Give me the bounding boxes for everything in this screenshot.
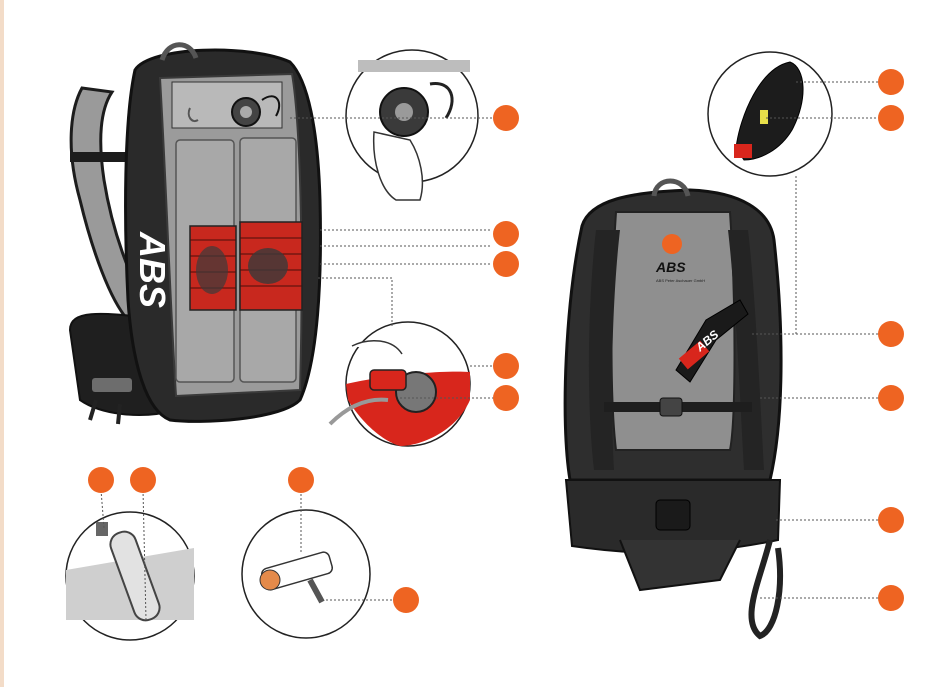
side-abs-logo: ABS [132,231,173,308]
trigger-housing [172,82,282,128]
detail-handle-red-tip [734,144,752,158]
callout-marker [878,385,904,411]
callout-marker [88,467,114,493]
front-abs-logo: ABS [655,259,686,275]
front-hip-buckle [656,500,690,530]
callout-marker [493,251,519,277]
callout-marker [878,321,904,347]
callout-marker [130,467,156,493]
detail-red-handle [370,370,406,390]
detail-cartridge-connection [330,322,470,446]
backpack-back-view: ABS [70,45,320,424]
folded-airbag [248,248,288,284]
callout-marker [493,385,519,411]
hip-buckle [92,378,132,392]
folded-airbag-left [196,246,228,294]
callout-marker [493,353,519,379]
front-hip-strap [620,540,740,590]
front-tagline: ABS Peter Aschauer GmbH [656,278,705,283]
callout-marker [878,69,904,95]
activation-unit-core [240,106,252,118]
backpack-front-view: ABS ABS Peter Aschauer GmbH ABS [565,181,781,636]
t-handle-end-cap [260,570,280,590]
callout-marker [493,221,519,247]
detail-activation-unit [346,50,478,200]
callout-marker [878,507,904,533]
callout-marker [493,105,519,131]
front-logo-mark [662,234,682,254]
front-leg-loop [751,540,780,636]
detail-trigger-handle [708,52,832,176]
callout-marker [878,105,904,131]
detail-gas-cartridge [66,512,194,640]
front-sternum-buckle [660,398,682,416]
callout-marker [393,587,419,613]
detail-t-handle [242,510,370,638]
gas-cartridge-valve [96,522,108,536]
callout-marker [288,467,314,493]
detail-handle-yellow-indicator [760,110,768,124]
callout-marker [878,585,904,611]
